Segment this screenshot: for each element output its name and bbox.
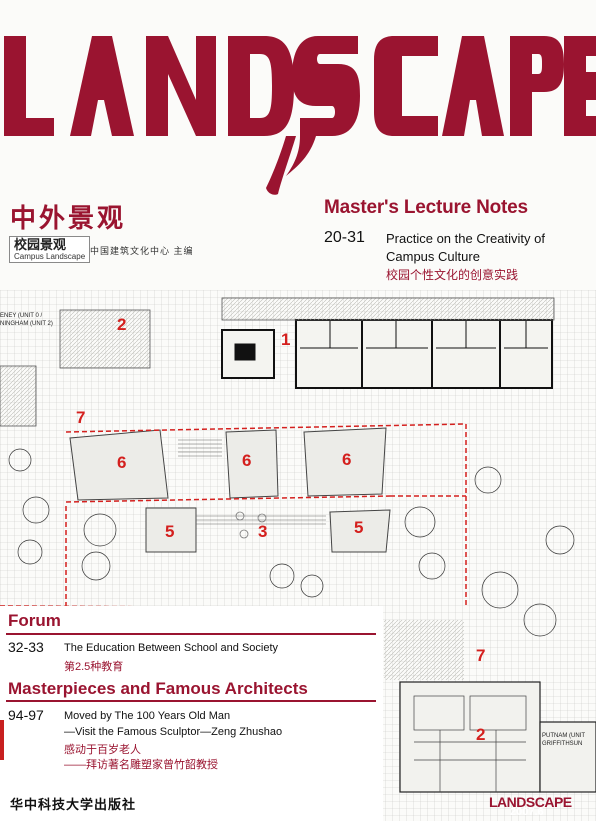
plan-zone-5b: 5 [354, 518, 364, 537]
section-badge: 校园景观 Campus Landscape [9, 236, 91, 263]
plan-zone-6b: 6 [242, 451, 252, 470]
issue-brand: LANDSCAPE [489, 794, 572, 810]
forum-divider [6, 633, 376, 635]
lecture-title: Practice on the Creativity of Campus Cul… [386, 231, 545, 264]
publisher-name: 华中科技大学出版社 [10, 798, 137, 813]
plan-zone-3: 3 [258, 522, 268, 541]
plan-zone-2a: 2 [117, 315, 127, 334]
lecture-pages: 20-31 [324, 229, 365, 246]
plan-label-bottom-right-2: GRIFFITHSUN [542, 741, 583, 747]
masterpieces-pages: 94-97 [8, 707, 44, 723]
section-name-cn: 校园景观 [14, 237, 67, 252]
chinese-title: 中外景观 [10, 204, 127, 234]
library-tag [0, 720, 4, 760]
forum-title: The Education Between School and Society [64, 642, 279, 654]
issue-number: 2007.6 [510, 806, 544, 818]
masthead [0, 26, 596, 195]
plan-zone-6a: 6 [117, 453, 127, 472]
contents-panel [0, 606, 383, 821]
forum-heading: Forum [8, 611, 61, 630]
lecture-title-cn: 校园个性文化的创意实践 [386, 268, 519, 282]
section-name-en: Campus Landscape [14, 252, 86, 261]
forum-pages: 32-33 [8, 639, 44, 655]
plan-zone-7b: 7 [476, 646, 486, 665]
lecture-heading: Master's Lecture Notes [324, 197, 528, 218]
masterpieces-heading: Masterpieces and Famous Architects [8, 679, 308, 698]
plan-label-bottom-right-1: PUTNAM (UNIT [542, 733, 585, 739]
editor-credit: 中国建筑文化中心 主编 [90, 246, 194, 256]
forum-title-cn: 第2.5种教育 [64, 661, 124, 673]
masterpieces-line-4: ——拜访著名雕塑家曾竹韶教授 [64, 759, 218, 771]
plan-label-top-left-1: ENEY (UNIT 0 / [0, 313, 43, 319]
plan-zone-1: 1 [281, 330, 291, 349]
masthead-logo [4, 36, 596, 195]
masterpieces-line-2: —Visit the Famous Sculptor—Zeng Zhushao [64, 726, 283, 738]
plan-zone-2b: 2 [476, 725, 486, 744]
plan-label-top-left-2: NINGHAM (UNIT 2) [0, 321, 53, 327]
plan-zone-6c: 6 [342, 450, 352, 469]
masterpieces-divider [6, 700, 376, 702]
masterpieces-line-1: Moved by The 100 Years Old Man [64, 710, 231, 722]
masterpieces-line-3: 感动于百岁老人 [64, 744, 141, 756]
plan-zone-7a: 7 [76, 408, 86, 427]
plan-zone-5a: 5 [165, 522, 175, 541]
